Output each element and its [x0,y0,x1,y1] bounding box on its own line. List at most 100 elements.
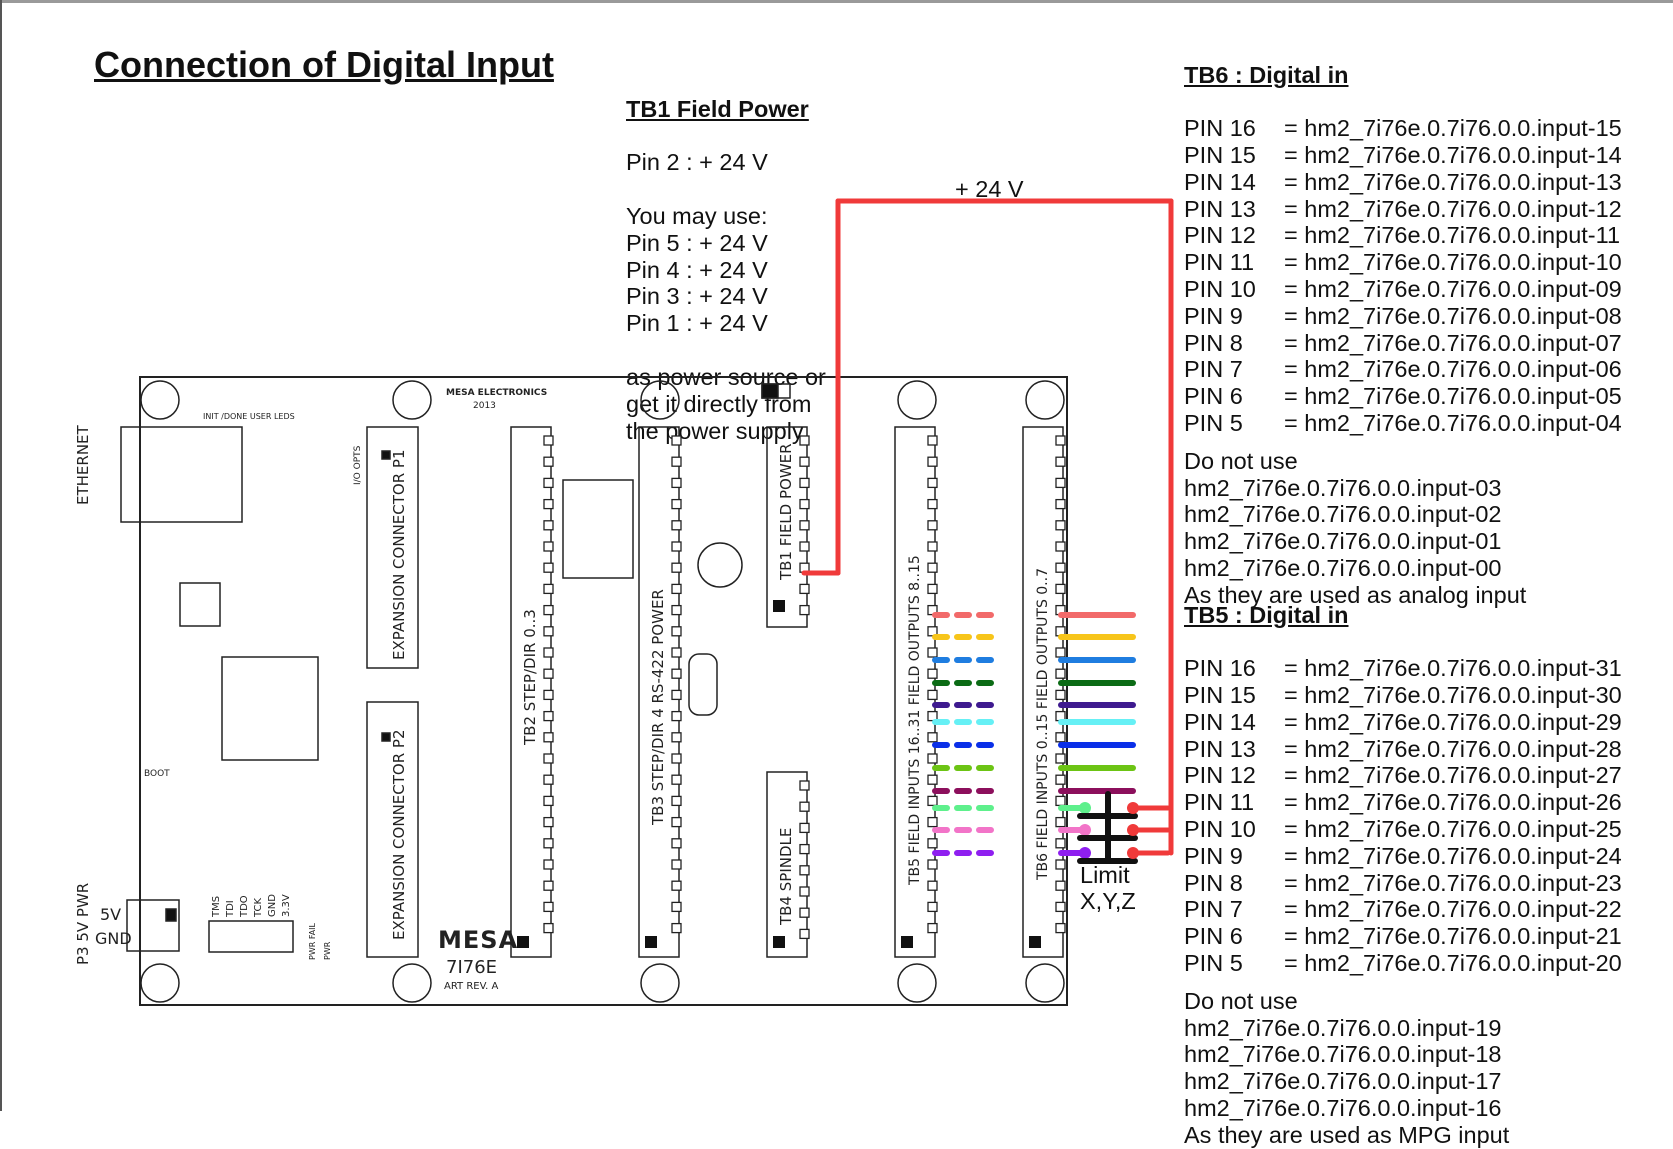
model-label: 7I76E [446,957,497,978]
pin-number: PIN 8 [1184,329,1243,356]
equals-sign: = [1284,356,1305,383]
tb5-pin-row: PIN 6= hm2_7i76e.0.7i76.0.0.input-21 [1184,923,1622,950]
switch-contact [1079,847,1091,859]
fpga-chip [221,656,319,761]
pin1-marker [901,936,913,948]
tb5-pin-row: PIN 12= hm2_7i76e.0.7i76.0.0.input-27 [1184,762,1622,789]
equals-sign: = [1284,681,1305,708]
terminal-pin [927,541,938,552]
terminal-pin [671,732,682,743]
terminal-pin [1055,647,1066,658]
tb1-line: Pin 2 : + 24 V [626,149,768,176]
equals-sign: = [1284,195,1305,222]
terminal-pin [671,922,682,934]
terminal-pin [927,732,938,743]
tb1-line: Pin 5 : + 24 V [626,229,768,256]
mounting-hole [1025,380,1065,420]
power-jack [126,899,180,952]
limit-label: Limit X,Y,Z [1080,862,1136,914]
terminal-pin [927,456,938,467]
terminal-pin [927,668,938,679]
ethernet-jack [120,426,243,523]
terminal-pin [799,886,810,897]
io-opts-label: I/O OPTS [353,445,363,485]
tb1-line: You may use: [626,202,768,229]
terminal-pin [543,477,554,489]
tb5-pin-row: PIN 11= hm2_7i76e.0.7i76.0.0.input-26 [1184,789,1622,816]
pin-signal: hm2_7i76e.0.7i76.0.0.input-04 [1304,409,1622,436]
led-label: INIT /DONE USER LEDS [203,412,295,421]
pin-signal: hm2_7i76e.0.7i76.0.0.input-05 [1304,383,1622,410]
page-left-border [0,0,2,1111]
terminal-pin [671,604,682,616]
pin-signal: hm2_7i76e.0.7i76.0.0.input-28 [1304,735,1622,762]
pin-number: PIN 6 [1184,383,1243,410]
tb6-pin-row: PIN 8= hm2_7i76e.0.7i76.0.0.input-07 [1184,330,1622,357]
expansion-connector-p2 [366,701,419,958]
tb6-unused-signal: hm2_7i76e.0.7i76.0.0.input-03 [1184,474,1502,501]
terminal-pin [1055,562,1066,573]
maker-label: MESA ELECTRONICS [446,388,547,398]
pin-signal: hm2_7i76e.0.7i76.0.0.input-31 [1304,655,1622,682]
terminal-pin [1055,859,1066,870]
equals-sign: = [1284,275,1305,302]
pin-number: PIN 9 [1184,302,1243,329]
power-pin-gnd: GND [95,929,132,948]
terminal-pin [1055,901,1066,913]
pin-signal: hm2_7i76e.0.7i76.0.0.input-12 [1304,195,1622,222]
terminal-pin [543,922,554,934]
terminal-pin [927,816,938,828]
boot-label: BOOT [144,769,170,779]
equals-sign: = [1284,115,1305,142]
terminal-pin [799,604,810,616]
terminal-pin [543,732,554,743]
terminal-pin [799,907,810,918]
terminal-pin [799,928,810,940]
terminal-pin [543,604,554,616]
pin-signal: hm2_7i76e.0.7i76.0.0.input-07 [1304,329,1622,356]
jtag-tck: TCK [253,897,264,918]
year-label: 2013 [473,401,496,411]
terminal-pin [1055,838,1066,849]
terminal-pin [799,456,810,467]
page-title: Connection of Digital Input [94,44,554,85]
equals-sign: = [1284,222,1305,249]
mounting-hole [1025,963,1065,1003]
terminal-pin [927,838,938,849]
tb6-pin-row: PIN 5= hm2_7i76e.0.7i76.0.0.input-04 [1184,410,1622,437]
tb5-pin-row: PIN 15= hm2_7i76e.0.7i76.0.0.input-30 [1184,682,1622,709]
terminal-pin [543,816,554,828]
terminal-pin [1055,753,1066,764]
board-diagram: ETHERNET P3 5V PWR 5V GND MESA ELECTRONI… [74,198,1174,1006]
tb5-pin-row: PIN 5= hm2_7i76e.0.7i76.0.0.input-20 [1184,950,1622,977]
mounting-hole [897,380,937,420]
wire-label-24v: + 24 V [955,176,1024,202]
terminal-pin [671,562,682,573]
tb6-heading: TB6 : Digital in [1184,61,1349,88]
pcb-board-edge [139,376,1068,1006]
capacitor-c19 [697,542,743,588]
jtag-tms: TMS [211,896,222,918]
terminal-pin [543,753,554,764]
terminal-pin [927,498,938,510]
terminal-pin [1055,477,1066,489]
power-label: P3 5V PWR [74,883,92,965]
jtag-tdi: TDI [225,900,236,918]
equals-sign: = [1284,302,1305,329]
tb5-note-reason: As they are used as MPG input [1184,1121,1510,1148]
equals-sign: = [1284,923,1305,950]
terminal-pin [671,647,682,658]
pin-signal: hm2_7i76e.0.7i76.0.0.input-21 [1304,923,1622,950]
terminal-pin [543,541,554,552]
pin-signal: hm2_7i76e.0.7i76.0.0.input-23 [1304,869,1622,896]
terminal-pin [671,774,682,785]
terminal-pin [543,647,554,658]
pin-number: PIN 14 [1184,168,1256,195]
tb6-pin-row: PIN 12= hm2_7i76e.0.7i76.0.0.input-11 [1184,222,1622,249]
p2-pin1-marker [381,732,391,742]
terminal-block-tb4 [766,771,808,958]
terminal-pin [799,477,810,489]
tb1-line: Pin 4 : + 24 V [626,256,768,283]
chip-u6 [179,582,221,627]
